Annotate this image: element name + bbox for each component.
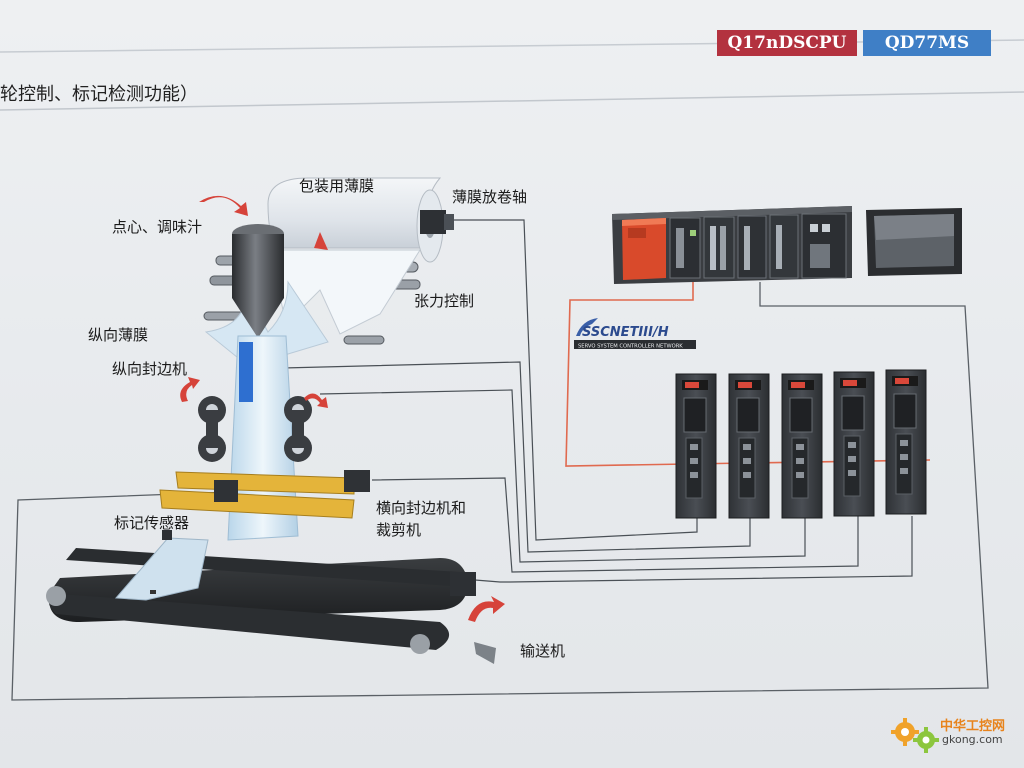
sscnet-logo-text: SSCNETIII/H	[582, 325, 669, 340]
longitudinal-seal-rollers	[198, 396, 312, 462]
watermark-url: gkong.com	[942, 733, 1003, 746]
label-mark-sensor: 标记传感器	[114, 514, 190, 532]
servo-amplifier	[675, 373, 717, 519]
plc-power-module	[622, 218, 666, 280]
label-conveyor: 输送机	[520, 642, 566, 660]
packaged-product	[114, 537, 209, 601]
product-column	[239, 342, 253, 402]
watermark: 中华工控网 gkong.com	[890, 712, 1016, 756]
plc-rack	[612, 206, 852, 284]
conveyor-motor	[450, 572, 476, 596]
servo-amplifier	[728, 373, 770, 519]
label-longitudinal-film: 纵向薄膜	[88, 326, 149, 344]
servo-amplifier	[885, 369, 927, 515]
label-transverse-sealer-2: 裁剪机	[376, 521, 422, 539]
badge-module: QD77MS	[863, 30, 991, 56]
conveyor-belt	[46, 548, 469, 654]
plc-cpu-module	[669, 217, 701, 279]
mark-sensor-device	[162, 530, 172, 540]
section-title: 轮控制、标记检测功能）	[0, 84, 198, 105]
sscnet-logo: SSCNETIII/H SERVO SYSTEM CONTROLLER NETW…	[574, 318, 696, 350]
film-roll	[267, 177, 444, 263]
label-film-unwind-shaft: 薄膜放卷轴	[452, 188, 528, 206]
badge-cpu: Q17nDSCPU	[717, 30, 857, 56]
servo-amplifier	[833, 371, 875, 517]
hmi-panel	[866, 208, 962, 276]
label-snack-sauce: 点心、调味汁	[112, 218, 203, 236]
servo-amplifier	[781, 373, 823, 519]
signal-wires	[282, 219, 913, 583]
unwind-motor	[420, 210, 454, 234]
section-rule	[0, 91, 1024, 111]
servo-amplifiers	[675, 369, 927, 519]
label-longitudinal-sealer: 纵向封边机	[112, 360, 188, 378]
transverse-sealer	[159, 470, 370, 519]
label-packaging-film: 包装用薄膜	[299, 177, 375, 195]
label-tension-control: 张力控制	[414, 292, 475, 310]
sscnet-logo-subtext: SERVO SYSTEM CONTROLLER NETWORK	[578, 344, 683, 350]
packaging-machine	[46, 177, 476, 654]
funnel	[232, 224, 284, 338]
outer-signal-frame	[11, 282, 989, 701]
gear-logo-icon	[891, 718, 939, 753]
rotation-arrows	[180, 195, 505, 664]
watermark-name: 中华工控网	[940, 719, 1006, 734]
label-transverse-sealer-1: 横向封边机和	[376, 499, 467, 517]
